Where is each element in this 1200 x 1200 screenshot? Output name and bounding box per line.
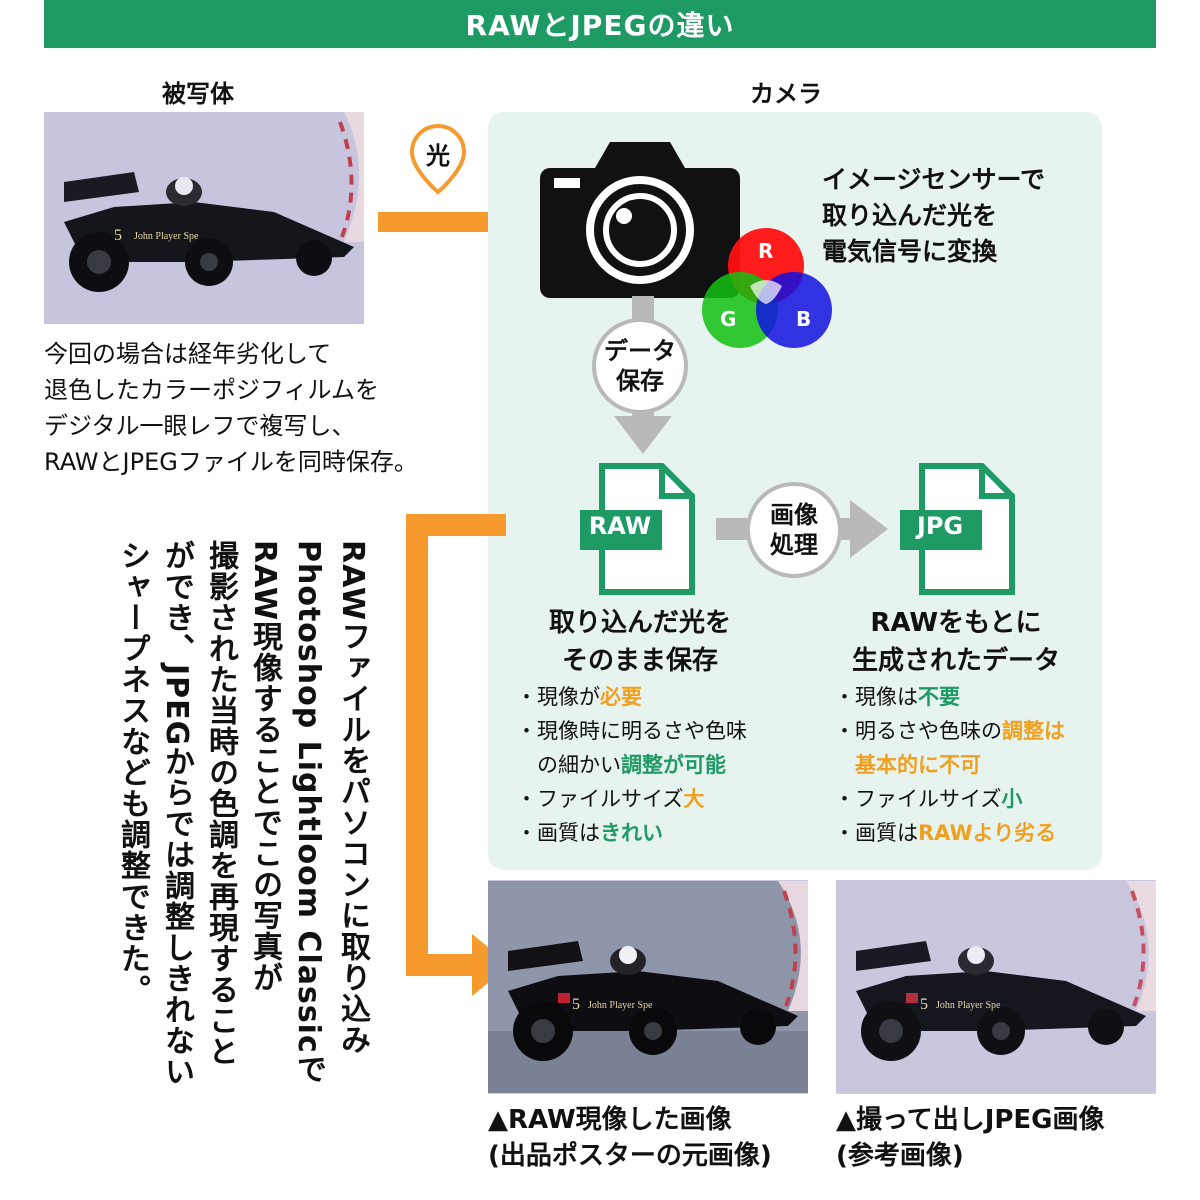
- pin-icon: [409, 123, 467, 195]
- left-description-line: RAWとJPEGファイルを同時保存。: [44, 448, 418, 476]
- raw-desc-title-line: そのまま保存: [561, 646, 718, 676]
- jpg-desc-title-line: RAWをもとに: [870, 608, 1042, 638]
- raw-file-label: RAW: [588, 512, 652, 540]
- bullet-item: ・ファイルサイズ小: [834, 782, 1096, 816]
- sensor-description: イメージセンサーで 取り込んだ光を 電気信号に変換: [822, 162, 1045, 270]
- bullet-item: ・ファイルサイズ大: [516, 782, 786, 816]
- caption-jpg-line: (参考画像): [836, 1141, 964, 1171]
- bullet-item: ・画質はRAWより劣る: [834, 816, 1096, 850]
- bullet-text: ・画質は: [834, 821, 918, 845]
- caption-raw-line: ▲RAW現像した画像: [488, 1105, 732, 1135]
- bullet-item: ・現像は不要: [834, 680, 1096, 714]
- bullet-text: ・現像は: [834, 685, 918, 709]
- caption-raw: ▲RAW現像した画像 (出品ポスターの元画像): [488, 1102, 772, 1174]
- data-save-line: 保存: [616, 367, 664, 395]
- raw-desc-title: 取り込んだ光を そのまま保存: [516, 604, 764, 680]
- bullet-emphasis: 小: [1001, 787, 1023, 811]
- jpg-bullet-list: ・現像は不要・明るさや色味の調整は 基本的に不可・ファイルサイズ小・画質はRAW…: [834, 680, 1096, 850]
- bullet-text: ・現像が: [516, 685, 600, 709]
- sensor-line: イメージセンサーで: [822, 165, 1046, 194]
- bullet-item: ・明るさや色味の調整は: [834, 714, 1096, 748]
- car-livery-text: John Player Spe: [936, 1000, 1001, 1011]
- car-number: 5: [572, 996, 580, 1013]
- vertical-line: RAWファイルをパソコンに取り込み: [335, 540, 370, 1056]
- vertical-line: 撮影された当時の色調を再現すること: [203, 540, 238, 1067]
- bullet-text: ・ファイルサイズ: [516, 787, 684, 811]
- bullet-text: [834, 753, 855, 777]
- raw-developed-photo: 5 John Player Spe: [488, 880, 808, 1094]
- rgb-diagram: R G B: [702, 228, 832, 348]
- bullet-emphasis: 不要: [918, 685, 960, 709]
- rgb-g-label: G: [720, 307, 736, 331]
- left-description: 今回の場合は経年劣化して 退色したカラーポジフィルムを デジタル一眼レフで複写し…: [44, 336, 484, 480]
- car-livery-text: John Player Spe: [134, 231, 199, 242]
- left-description-line: デジタル一眼レフで複写し、: [44, 412, 356, 440]
- jpg-file-label: JPG: [916, 512, 964, 540]
- data-save-bubble: データ 保存: [592, 318, 688, 414]
- bullet-emphasis: RAWより劣る: [918, 821, 1057, 845]
- bullet-text: の細かい: [516, 753, 621, 777]
- bullet-item: の細かい調整が可能: [516, 748, 786, 782]
- bullet-item: 基本的に不可: [834, 748, 1096, 782]
- camera-icon: [540, 142, 740, 298]
- race-car-image-jpeg: 5 John Player Spe: [836, 881, 1156, 1093]
- page-title: RAWとJPEGの違い: [465, 9, 735, 42]
- camera-label: カメラ: [750, 80, 822, 108]
- raw-file-icon: [580, 463, 695, 595]
- car-livery-text: John Player Spe: [588, 1000, 653, 1011]
- vertical-line: ができ、JPEGからでは調整しきれない: [159, 540, 194, 1088]
- raw-desc-title-line: 取り込んだ光を: [548, 608, 731, 638]
- bullet-text: ・画質は: [516, 821, 600, 845]
- jpg-desc-title-line: 生成されたデータ: [851, 646, 1060, 676]
- title-bar: RAWとJPEGの違い: [44, 0, 1156, 48]
- bullet-item: ・現像が必要: [516, 680, 786, 714]
- vertical-line: Photoshop Lightloom Classicで: [291, 540, 326, 1085]
- sensor-line: 取り込んだ光を: [822, 201, 998, 230]
- subject-photo: 5 John Player Spe: [44, 112, 364, 324]
- bullet-emphasis: 大: [683, 787, 705, 811]
- car-number: 5: [114, 227, 122, 244]
- bullet-text: ・ファイルサイズ: [834, 787, 1002, 811]
- jpeg-photo: 5 John Player Spe: [836, 880, 1156, 1094]
- image-process-bubble: 画像 処理: [746, 482, 842, 578]
- light-pin: 光: [406, 122, 470, 202]
- raw-bullet-list: ・現像が必要・現像時に明るさや色味 の細かい調整が可能・ファイルサイズ大・画質は…: [516, 680, 786, 850]
- jpg-desc-title: RAWをもとに 生成されたデータ: [830, 604, 1082, 680]
- image-process-line: 画像: [770, 501, 818, 529]
- race-car-image: 5 John Player Spe: [44, 112, 364, 324]
- bullet-emphasis: 必要: [600, 685, 642, 709]
- left-description-line: 今回の場合は経年劣化して: [44, 340, 332, 368]
- caption-jpg: ▲撮って出しJPEG画像 (参考画像): [836, 1102, 1105, 1174]
- light-label: 光: [426, 142, 450, 170]
- vertical-line: シャープネスなども調整できた。: [115, 540, 150, 1005]
- rgb-b-label: B: [796, 307, 811, 331]
- bullet-item: ・画質はきれい: [516, 816, 786, 850]
- bullet-emphasis: 調整が可能: [621, 753, 726, 777]
- bullet-emphasis: きれい: [600, 821, 663, 845]
- rgb-r-label: R: [758, 239, 773, 263]
- caption-jpg-line: ▲撮って出しJPEG画像: [836, 1105, 1105, 1135]
- data-save-line: データ: [604, 337, 676, 365]
- bullet-emphasis: 基本的に不可: [855, 753, 981, 777]
- image-process-line: 処理: [770, 531, 818, 559]
- vertical-description: RAWファイルをパソコンに取り込み Photoshop Lightloom Cl…: [104, 540, 374, 1180]
- bullet-text: ・現像時に明るさや色味: [516, 719, 747, 743]
- left-description-line: 退色したカラーポジフィルムを: [44, 376, 380, 404]
- sensor-line: 電気信号に変換: [822, 237, 998, 266]
- bullet-item: ・現像時に明るさや色味: [516, 714, 786, 748]
- bullet-text: ・明るさや色味の: [834, 719, 1002, 743]
- car-number: 5: [920, 996, 928, 1013]
- raw-output-arrow: [406, 514, 510, 996]
- bullet-emphasis: 調整は: [1002, 719, 1065, 743]
- caption-raw-line: (出品ポスターの元画像): [488, 1141, 772, 1171]
- vertical-line: RAW現像することでこの写真が: [247, 540, 282, 994]
- subject-label: 被写体: [162, 80, 234, 108]
- jpg-file-icon: [900, 463, 1015, 595]
- race-car-image-raw: 5 John Player Spe: [488, 881, 808, 1093]
